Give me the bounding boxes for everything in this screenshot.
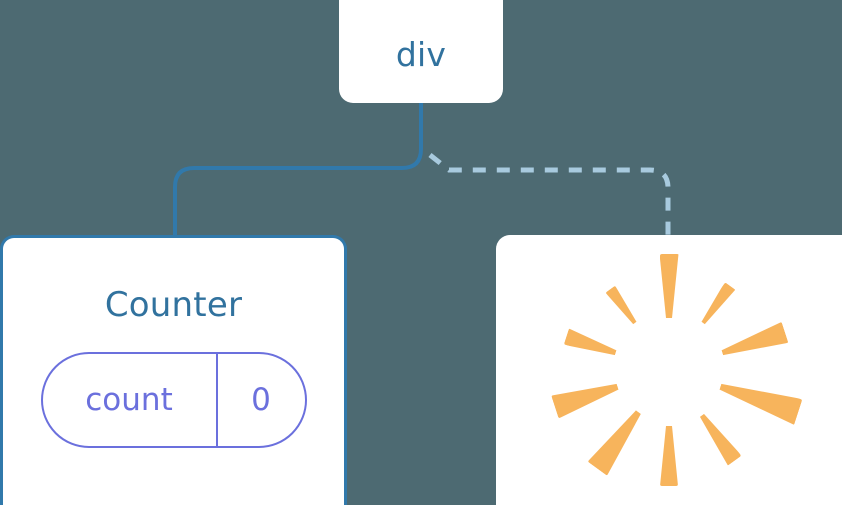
node-counter-label: Counter: [104, 285, 243, 325]
burst-ray-shape: [695, 410, 742, 465]
node-div[interactable]: div: [339, 0, 503, 103]
node-counter[interactable]: Counter count 0: [0, 235, 347, 505]
burst-ray-shape: [551, 375, 621, 418]
burst-ray-shape: [564, 329, 619, 361]
burst-ray-shape: [716, 374, 802, 425]
node-div-label: div: [395, 35, 447, 74]
state-pill-key: count: [85, 381, 173, 418]
burst-rays-icon: [539, 243, 799, 498]
burst-ray-shape: [660, 426, 678, 486]
burst-ray-shape: [698, 282, 736, 327]
burst-ray-shape: [588, 405, 649, 476]
edge-div-to-counter[interactable]: [173, 101, 423, 239]
state-pill-value: 0: [215, 354, 305, 446]
burst-ray-shape: [660, 254, 679, 318]
burst-ray-shape: [605, 286, 639, 327]
state-pill-count[interactable]: count 0: [40, 352, 307, 448]
burst-ray-shape: [719, 322, 789, 363]
edge-div-to-burst[interactable]: [428, 153, 671, 237]
node-burst[interactable]: [496, 235, 842, 505]
